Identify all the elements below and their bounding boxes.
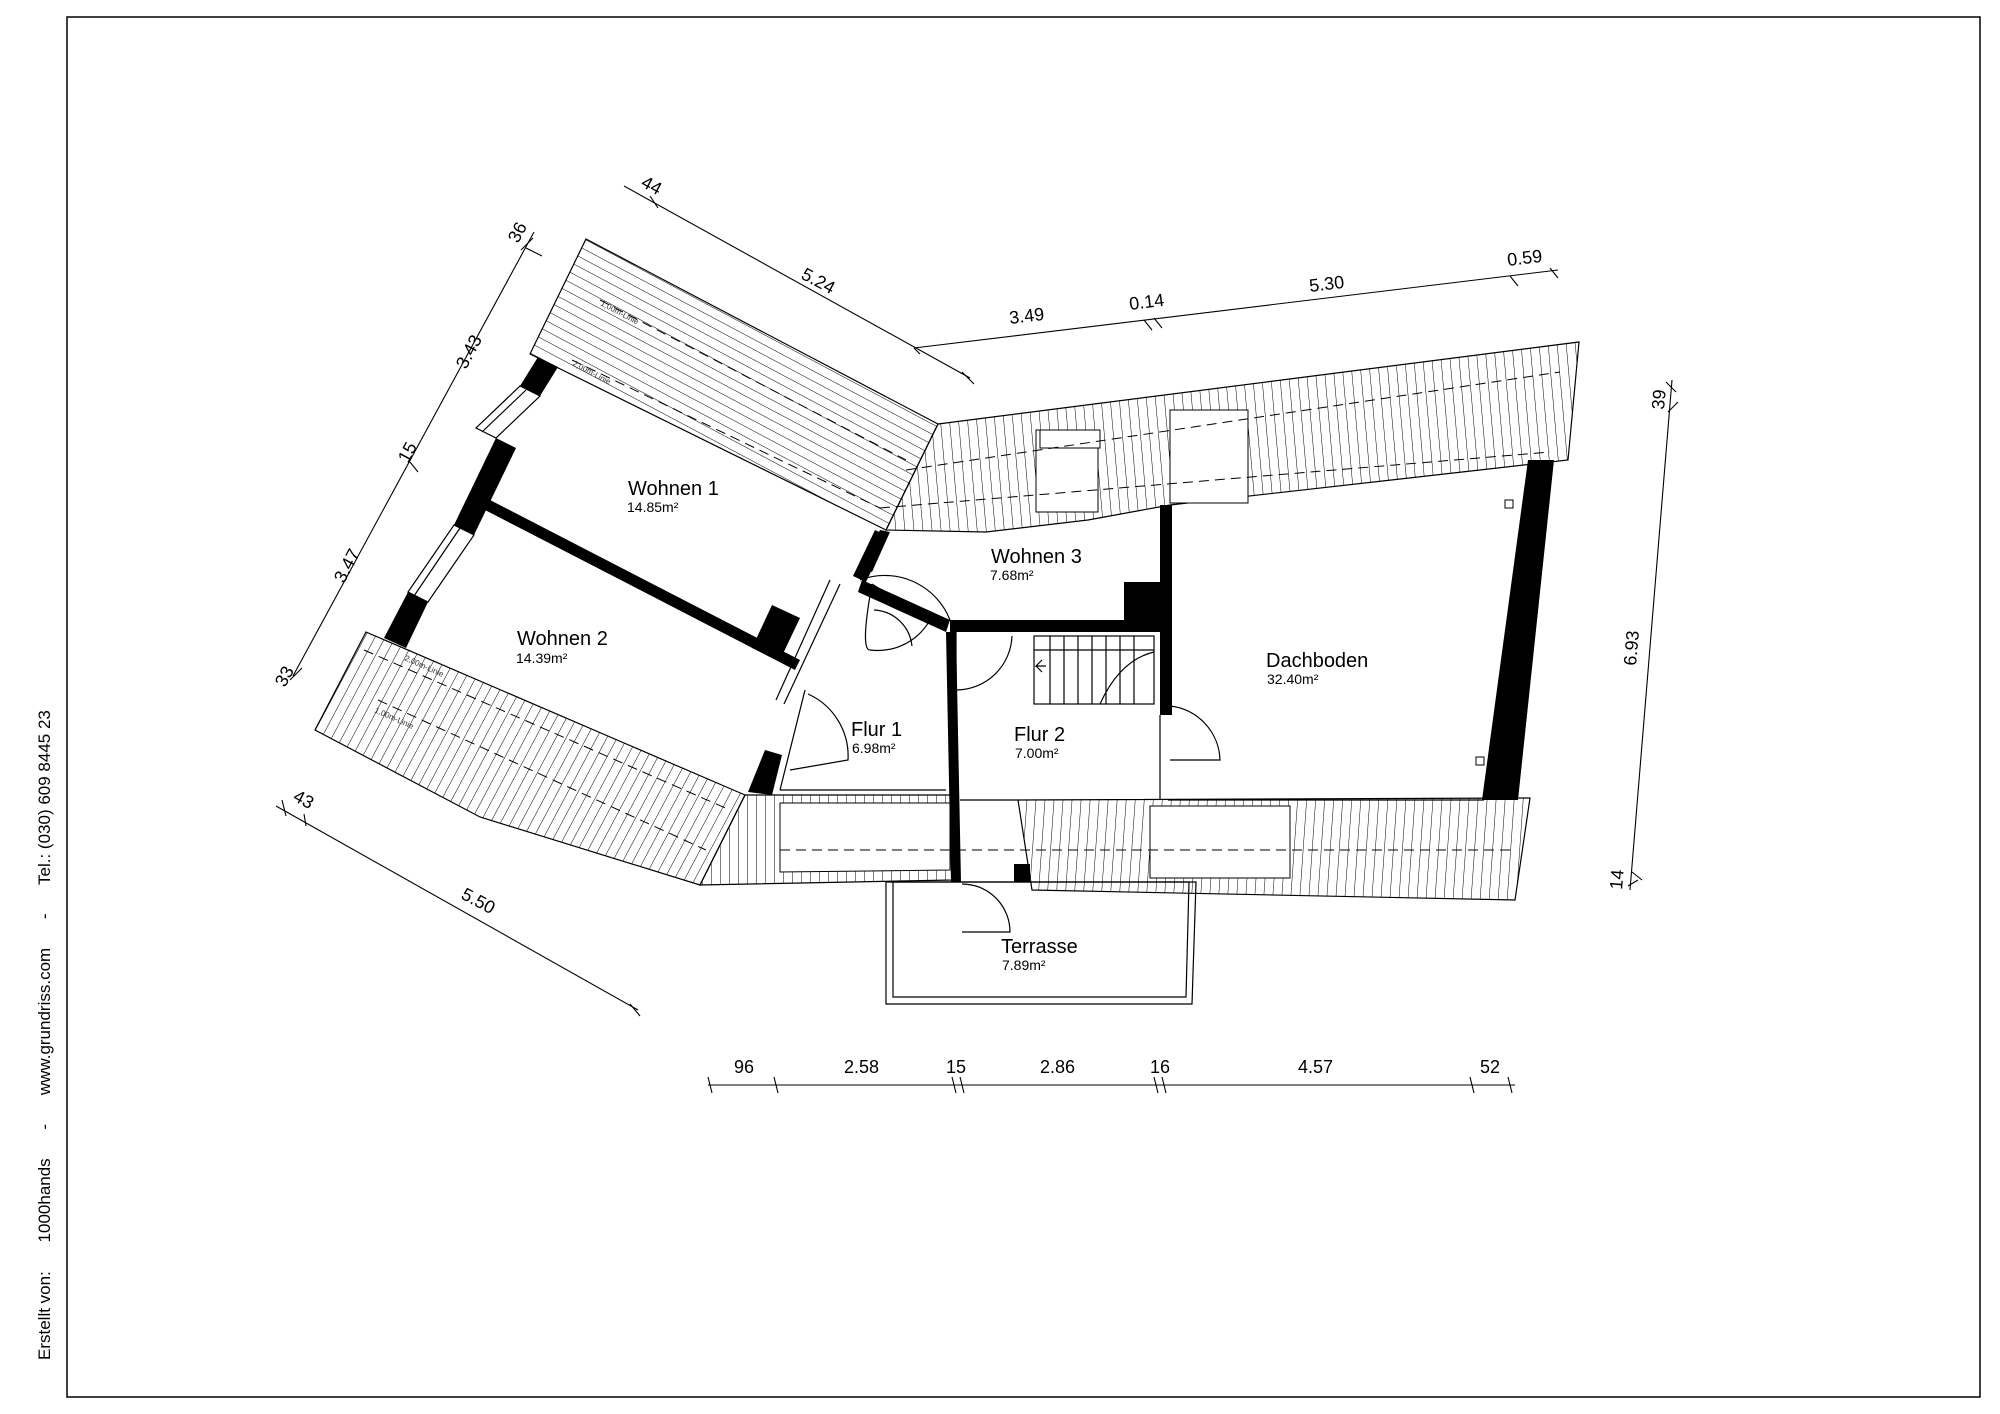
wall-left-c: [384, 592, 428, 648]
footer-website: www.grundriss.com: [35, 948, 54, 1096]
dim-left-5: 33: [271, 663, 298, 690]
room-area-flur-1: 6.98m²: [852, 740, 896, 756]
roof-slope-lower-left: [314, 631, 746, 886]
dim-bottom-5: 16: [1150, 1057, 1170, 1077]
room-area-flur-2: 7.00m²: [1015, 745, 1059, 761]
dim-lower-left-2: 5.50: [458, 884, 498, 918]
room-area-terrasse: 7.89m²: [1002, 957, 1046, 973]
dim-right-2: 6.93: [1620, 630, 1643, 667]
markers: [1475, 499, 1514, 766]
dimension-lines: [275, 185, 1679, 1094]
dim-upper-left-1: 44: [638, 172, 665, 199]
wall-vertical-a: [1160, 505, 1172, 715]
page-frame: [66, 16, 1981, 1398]
room-area-wohnen-2: 14.39m²: [516, 650, 568, 666]
svg-text:Erstellt von: 1000hands: Erstellt von: 1000hands - www.grundriss.…: [35, 710, 54, 1360]
wall-stub: [752, 605, 800, 660]
roof-openings: [779, 409, 1291, 879]
dim-left-2: 3.43: [452, 332, 486, 372]
wall-left-b: [454, 438, 516, 535]
walls: [384, 357, 1554, 882]
footer-phone: Tel.: (030) 609 8445 23: [35, 710, 54, 885]
dim-left-3: 15: [394, 439, 421, 466]
dim-left-4: 3.47: [330, 546, 364, 586]
dim-bottom-6: 4.57: [1298, 1057, 1333, 1077]
footer-separator: -: [35, 1124, 54, 1130]
room-name-terrasse: Terrasse: [1001, 936, 1078, 958]
dim-left-1: 36: [504, 219, 531, 246]
dim-top-1: 3.49: [1008, 304, 1045, 328]
room-area-wohnen-1: 14.85m²: [627, 499, 679, 515]
roof-slope-upper-left: [529, 238, 939, 531]
room-name-flur-2: Flur 2: [1014, 724, 1065, 746]
room-labels: Wohnen 1 14.85m² Wohnen 2 14.39m² Wohnen…: [516, 478, 1368, 973]
dim-bottom-1: 96: [734, 1057, 754, 1077]
dim-bottom-2: 2.58: [844, 1057, 879, 1077]
dim-right-3: 14: [1606, 869, 1628, 891]
footer-created-by: Erstellt von:: [35, 1271, 54, 1360]
room-area-dachboden: 32.40m²: [1267, 671, 1319, 687]
footer-company: 1000hands: [35, 1158, 54, 1242]
wall-divider: [485, 500, 800, 670]
footer: Erstellt von: 1000hands - www.grundriss.…: [35, 710, 54, 1360]
room-name-wohnen-1: Wohnen 1: [628, 478, 719, 500]
room-name-flur-1: Flur 1: [851, 719, 902, 741]
thin-lines: [407, 385, 1484, 1005]
dim-upper-left-2: 5.24: [798, 264, 838, 298]
room-area-wohnen-3: 7.68m²: [990, 567, 1034, 583]
dim-right-1: 39: [1648, 389, 1670, 411]
wall-entry: [858, 580, 950, 632]
roof-slopes: [314, 238, 1580, 901]
wall-vertical-b: [946, 632, 961, 882]
dim-top-2: 0.14: [1128, 290, 1165, 314]
room-name-dachboden: Dachboden: [1266, 650, 1368, 672]
dim-top-3: 5.30: [1308, 272, 1345, 296]
wall-left-a: [520, 357, 558, 396]
dim-bottom-3: 15: [946, 1057, 966, 1077]
dim-bottom-4: 2.86: [1040, 1057, 1075, 1077]
dim-top-4: 0.59: [1506, 246, 1543, 270]
wall-near-wohnen3: [860, 530, 890, 572]
room-name-wohnen-2: Wohnen 2: [517, 628, 608, 650]
dim-lower-left-1: 43: [290, 786, 317, 813]
dim-bottom-7: 52: [1480, 1057, 1500, 1077]
wall-flur1-b: [748, 750, 782, 795]
wall-flur2-top: [950, 620, 1167, 632]
height-lines: [363, 299, 1561, 851]
room-name-wohnen-3: Wohnen 3: [991, 546, 1082, 568]
wall-block-1: [1124, 582, 1170, 632]
wall-block-2: [1014, 864, 1030, 882]
footer-separator: -: [35, 913, 54, 919]
wall-right: [1482, 460, 1554, 800]
